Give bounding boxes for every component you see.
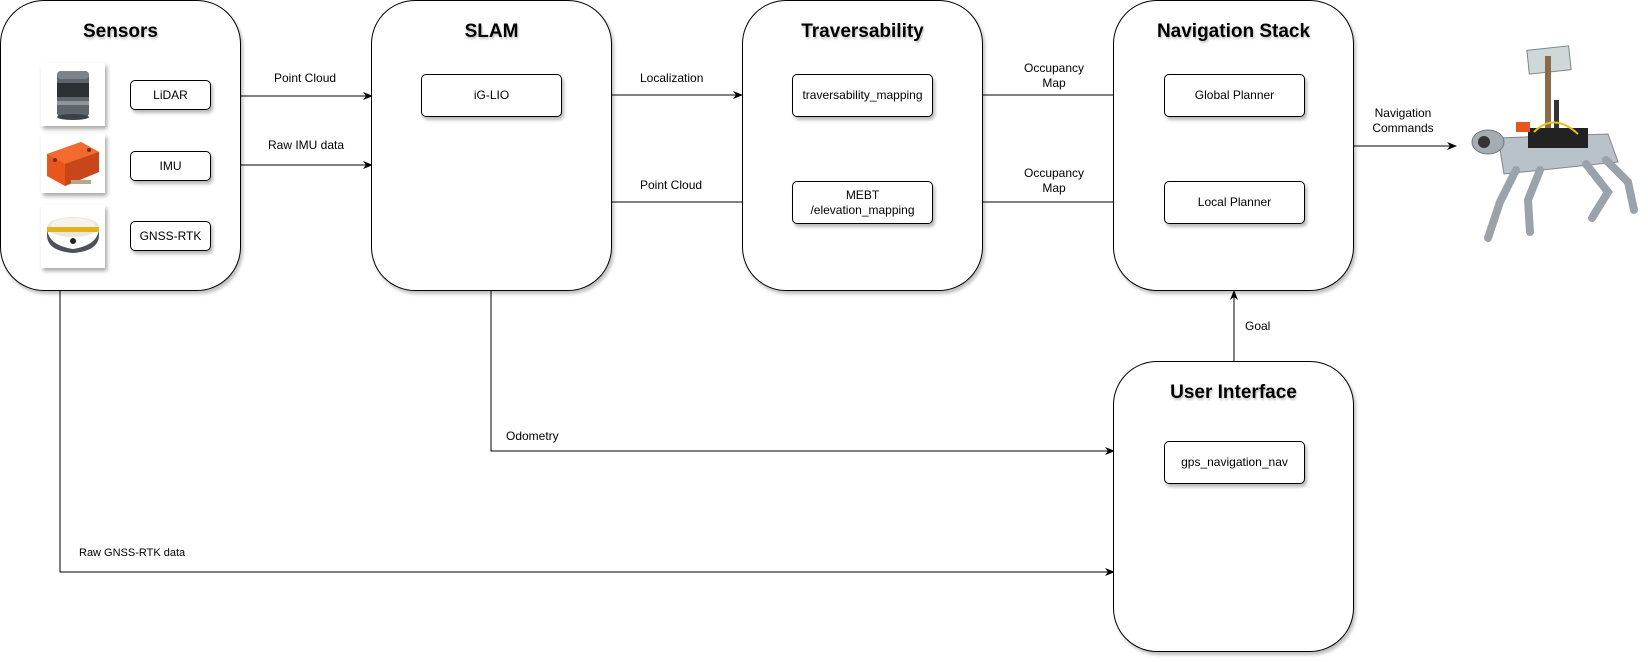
edge-slam-ui bbox=[490, 290, 1115, 455]
traversability-mapping-node: traversability_mapping bbox=[792, 74, 933, 117]
edge-label-point-cloud-2: Point Cloud bbox=[639, 178, 704, 193]
sensors-title: Sensors bbox=[83, 21, 158, 42]
edge-label-occupancy-1: Occupancy Map bbox=[1021, 61, 1087, 91]
edge-label-raw-imu: Raw IMU data bbox=[267, 138, 346, 153]
edge-label-localization: Localization bbox=[639, 71, 705, 86]
global-planner-node: Global Planner bbox=[1164, 74, 1305, 117]
slam-title: SLAM bbox=[464, 21, 519, 42]
local-planner-node: Local Planner bbox=[1164, 181, 1305, 224]
user-interface-title: User Interface bbox=[1170, 382, 1297, 403]
gnss-node: GNSS-RTK bbox=[130, 221, 211, 251]
imu-device-image bbox=[41, 134, 105, 193]
edge-label-navigation-commands: Navigation Commands bbox=[1367, 106, 1439, 136]
gnss-receiver-image bbox=[41, 205, 105, 268]
navigation-stack-group: Navigation Stack bbox=[1113, 0, 1354, 291]
imu-node: IMU bbox=[130, 151, 211, 181]
edge-sensors-ui bbox=[59, 290, 1115, 576]
traversability-title: Traversability bbox=[801, 21, 924, 42]
edge-label-goal: Goal bbox=[1244, 319, 1272, 334]
edge-label-point-cloud-1: Point Cloud bbox=[273, 71, 338, 86]
user-interface-group: User Interface bbox=[1113, 361, 1354, 652]
slam-group: SLAM bbox=[371, 0, 612, 291]
lidar-sensor-image bbox=[41, 63, 105, 126]
gps-navigation-nav-node: gps_navigation_nav bbox=[1164, 441, 1305, 484]
navigation-stack-title: Navigation Stack bbox=[1156, 21, 1311, 42]
iglio-node: iG-LIO bbox=[421, 74, 562, 117]
mebt-elevation-mapping-node: MEBT /elevation_mapping bbox=[792, 181, 933, 224]
edge-label-odometry: Odometry bbox=[505, 429, 560, 444]
edge-label-occupancy-2: Occupancy Map bbox=[1021, 166, 1087, 196]
lidar-node: LiDAR bbox=[130, 80, 211, 110]
traversability-group: Traversability bbox=[742, 0, 983, 291]
edge-label-raw-gnss: Raw GNSS-RTK data bbox=[78, 546, 187, 561]
quadruped-robot-image bbox=[1458, 42, 1642, 252]
